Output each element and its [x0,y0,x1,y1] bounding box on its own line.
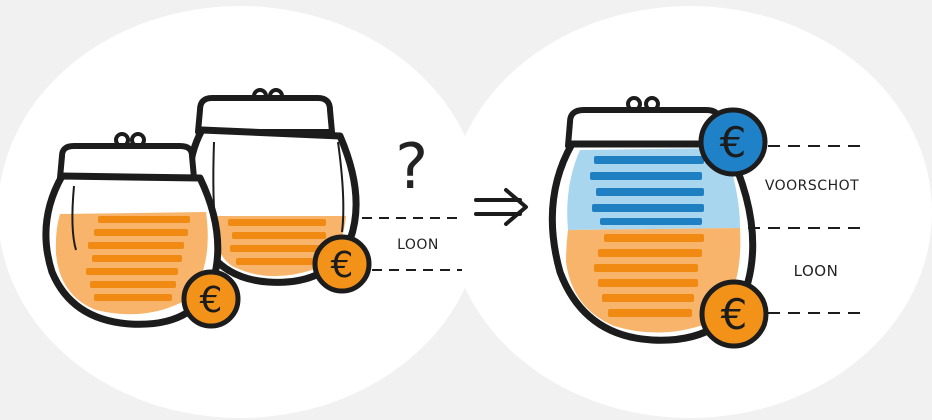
question-mark: ? [395,130,428,203]
coin-symbol: € [200,280,223,321]
euro-coin-icon: € [315,237,369,291]
loon-label-left: LOON [397,237,439,253]
euro-coin-icon: € [701,110,765,174]
coin-symbol: € [331,245,354,286]
voorschot-label: VOORSCHOT [765,178,859,194]
euro-coin-icon: € [702,282,766,346]
loon-label-right: LOON [794,262,839,280]
euro-coin-icon: € [184,272,238,326]
coin-symbol: € [721,290,748,339]
coin-symbol: € [720,118,747,167]
